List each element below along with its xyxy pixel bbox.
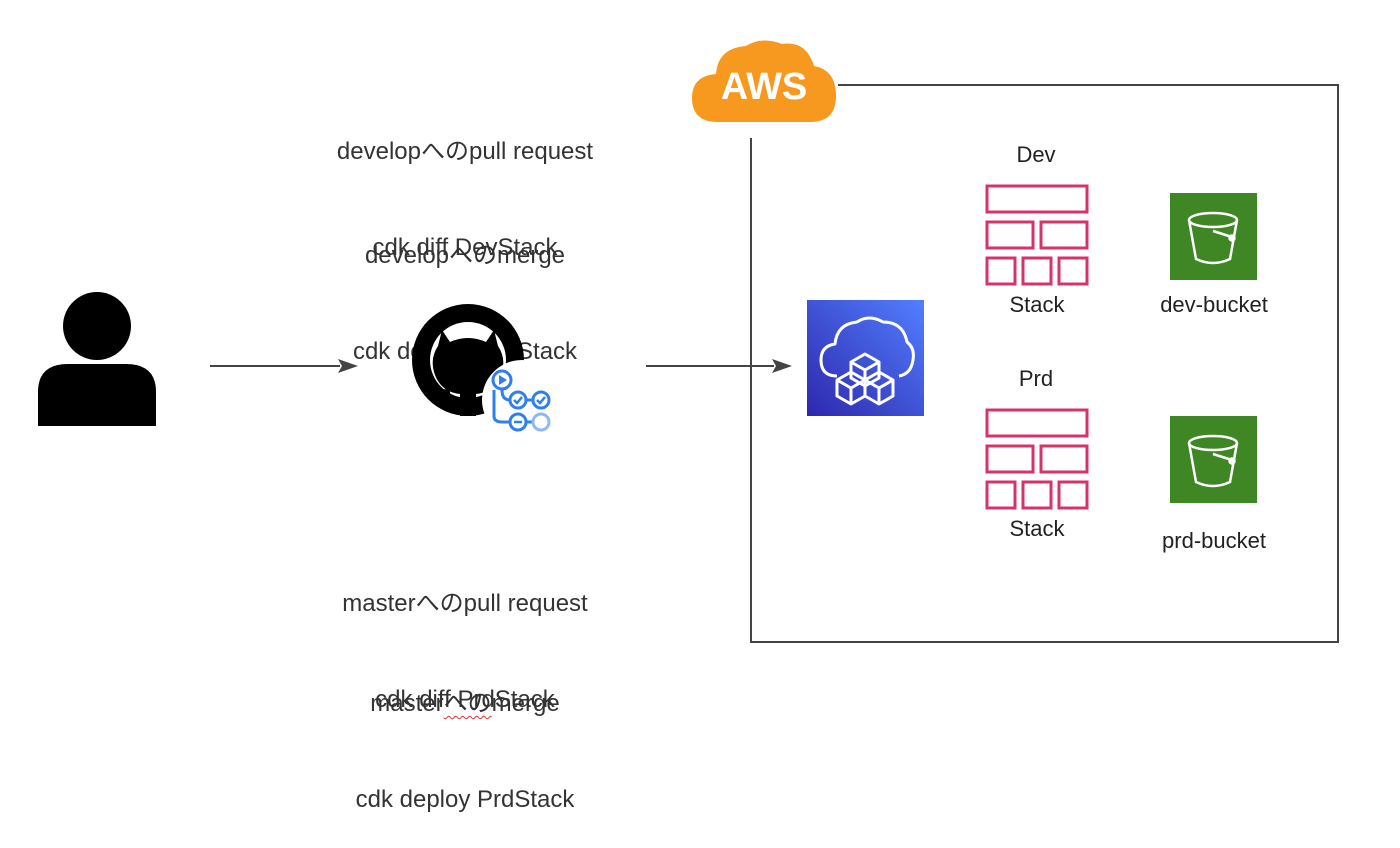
master-pr-title: masterへのpull request bbox=[342, 590, 588, 617]
stack-label-dev: Stack bbox=[1009, 292, 1065, 317]
spellcheck-underline: への bbox=[443, 690, 492, 717]
user-icon bbox=[38, 292, 156, 426]
bucket-label-prd: prd-bucket bbox=[1162, 528, 1266, 553]
aws-logo-text: AWS bbox=[720, 66, 808, 108]
s3-bucket-icon bbox=[1170, 193, 1257, 280]
master-merge-note: masterへのmerge cdk deploy PrdStack bbox=[300, 624, 630, 848]
master-merge-title: masterへのmerge bbox=[370, 690, 560, 717]
stack-label-prd: Stack bbox=[1009, 516, 1065, 541]
aws-cloud-icon bbox=[692, 40, 836, 122]
aws-account-boundary bbox=[750, 84, 1339, 643]
master-merge-command: cdk deploy PrdStack bbox=[355, 786, 575, 813]
arrow-github-to-aws bbox=[646, 359, 792, 373]
develop-merge-title: developへのmerge bbox=[364, 242, 566, 269]
s3-bucket-icon bbox=[1170, 416, 1257, 503]
bucket-label-dev: dev-bucket bbox=[1160, 292, 1268, 317]
develop-pr-title: developへのpull request bbox=[336, 138, 594, 165]
develop-pr-note: developへのpull request cdk diff DevStack bbox=[300, 72, 630, 296]
cloudformation-icon bbox=[807, 300, 924, 416]
stack-icon bbox=[985, 184, 1089, 286]
master-pr-note: masterへのpull request cdk diff PrdStack bbox=[300, 524, 630, 748]
stack-icon bbox=[985, 408, 1089, 510]
develop-pr-command: cdk diff DevStack bbox=[372, 234, 558, 261]
env-label-prd: Prd bbox=[1018, 366, 1054, 391]
aws-cloud-logo: AWS bbox=[690, 36, 838, 126]
arrow-user-to-github bbox=[210, 359, 358, 373]
github-actions-icon bbox=[412, 304, 562, 440]
master-pr-command: cdk diff PrdStack bbox=[375, 686, 555, 713]
env-label-dev: Dev bbox=[1016, 142, 1056, 167]
